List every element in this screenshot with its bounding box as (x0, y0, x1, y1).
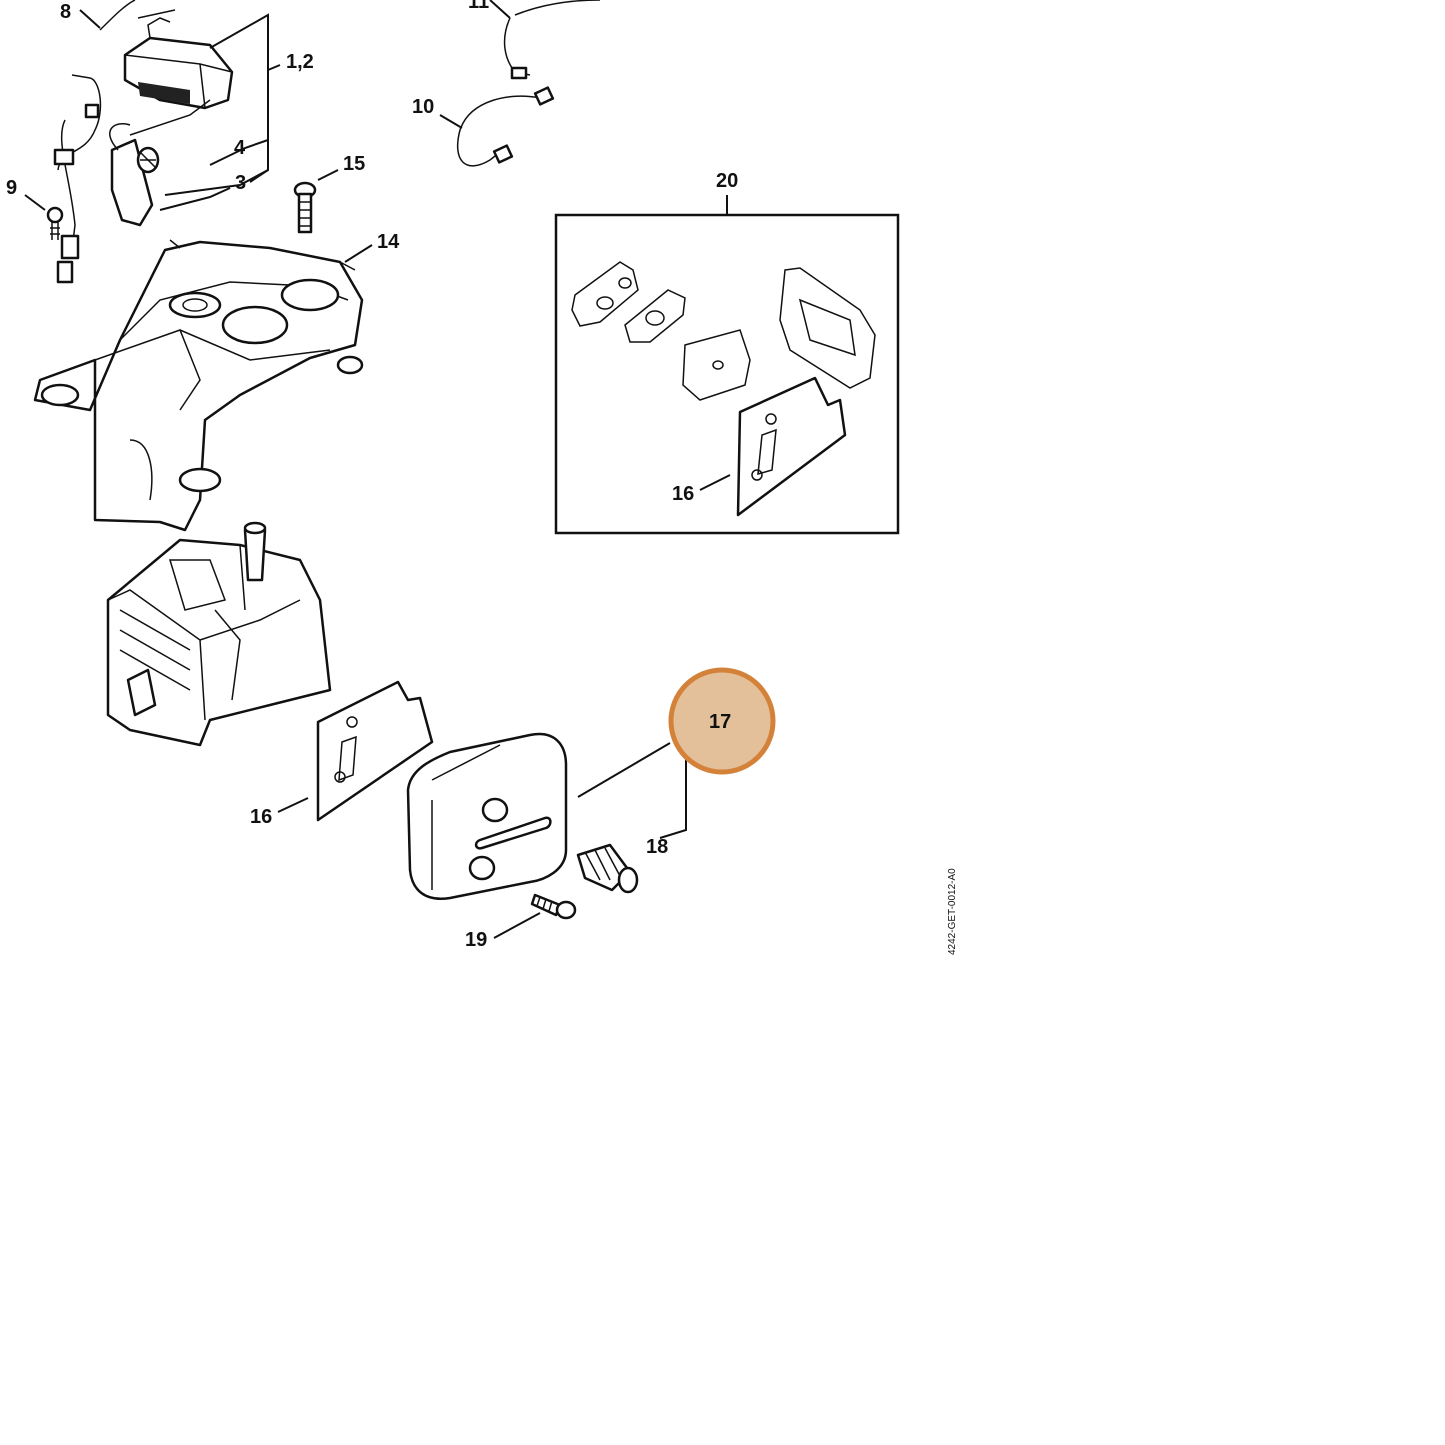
engine-block-drawing (106, 521, 332, 747)
callout-16-kit: 16 (672, 483, 694, 505)
callout-20: 20 (716, 170, 738, 192)
spark-plug-boot-drawing (109, 99, 211, 227)
callout-16: 16 (250, 806, 272, 828)
highlight-callout-17[interactable]: 17 (668, 667, 776, 775)
callout-19: 19 (465, 929, 487, 951)
screw-15-drawing (293, 181, 317, 234)
wire-harness-drawing (53, 0, 136, 284)
callout-10: 10 (412, 96, 434, 118)
callout-1-2: 1,2 (286, 51, 314, 73)
highlight-marker[interactable] (668, 667, 776, 775)
drawing-code: 4242-GET-0012-A0 (947, 868, 958, 955)
short-circuit-wire-10-drawing (456, 86, 555, 167)
callout-4: 4 (234, 137, 246, 159)
callout-8: 8 (60, 1, 71, 23)
callout-18: 18 (646, 836, 668, 858)
gasket-kit-box (554, 213, 900, 535)
callout-labels: 8 11 1,2 4 3 9 10 15 14 20 16 16 18 19 (6, 0, 738, 951)
fan-housing-drawing (33, 239, 364, 532)
spring-clip-drawing (136, 146, 160, 174)
ignition-module-drawing (123, 9, 234, 110)
screw-9-drawing (46, 206, 64, 240)
leader-lines (24, 0, 731, 939)
callout-15: 15 (343, 153, 365, 175)
callout-9: 9 (6, 177, 17, 199)
callout-14: 14 (377, 231, 400, 253)
spark-arrestor-drawing (576, 843, 639, 894)
gasket-16-drawing (316, 680, 434, 822)
ground-wire-11-drawing (503, 0, 601, 80)
screw-19-drawing (530, 893, 577, 920)
callout-3: 3 (235, 172, 246, 194)
callout-11: 11 (468, 0, 489, 13)
muffler-drawing (406, 732, 568, 901)
callout-17[interactable]: 17 (709, 711, 731, 733)
